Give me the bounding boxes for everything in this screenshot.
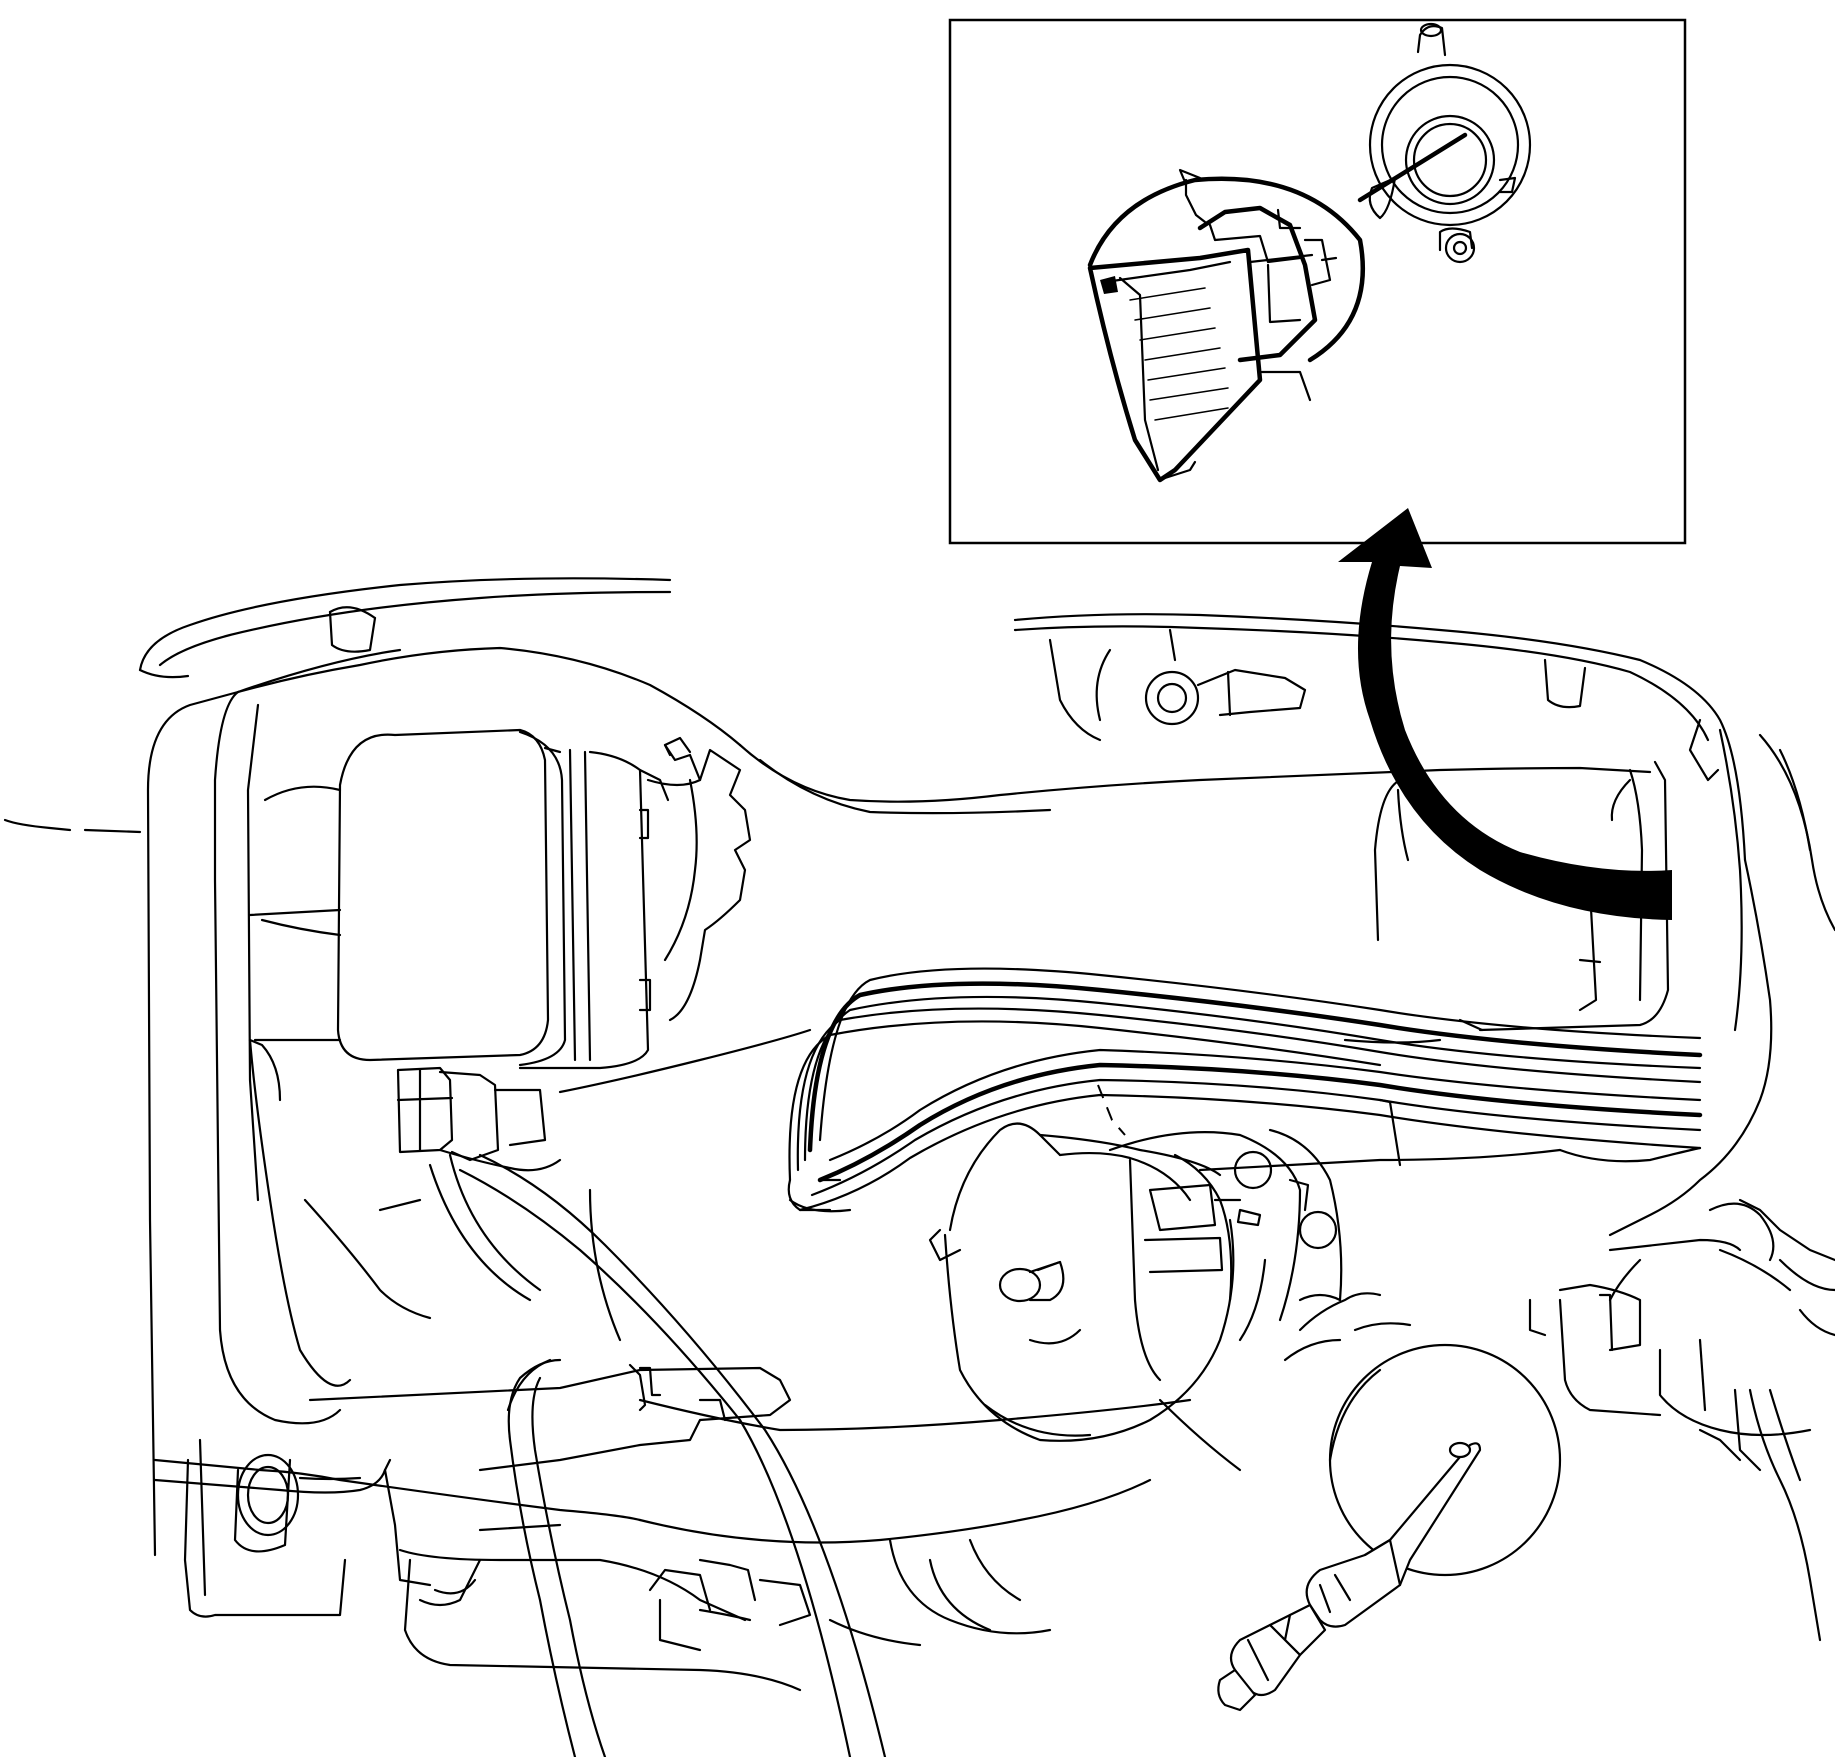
detail-inset <box>948 18 1687 545</box>
round-cap <box>1283 1292 1562 1577</box>
wiring-harness <box>787 967 1703 1213</box>
bulb-connector-icon <box>1087 168 1365 483</box>
leveling-motor <box>928 1122 1343 1442</box>
curved-arrow-icon <box>1338 508 1672 920</box>
bulb-socket-cover <box>336 728 752 1070</box>
reference-line <box>3 818 72 832</box>
bulb-icon <box>1217 1441 1482 1712</box>
bulb-socket-icon <box>1357 22 1532 264</box>
bulb-connector <box>396 1066 562 1172</box>
detail-inset-frame <box>948 18 1687 545</box>
adjuster-icon <box>998 1260 1065 1303</box>
headlamp-housing-assembly <box>3 577 1835 1757</box>
lower-mount-boss <box>233 1453 300 1553</box>
mount-boss <box>1144 668 1307 726</box>
